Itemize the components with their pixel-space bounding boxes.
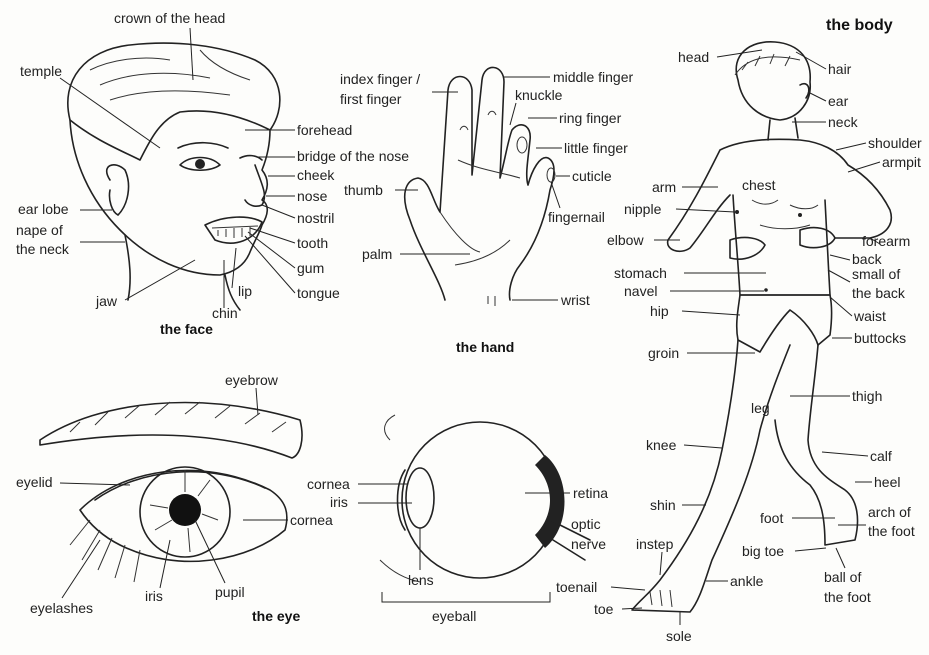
hand-leader-lines	[395, 76, 570, 301]
label-gum: gum	[297, 260, 324, 276]
label-sole: sole	[666, 628, 692, 644]
label-stomach: stomach	[614, 265, 667, 281]
label-head: head	[678, 49, 709, 65]
caption-eyeball: eyeball	[432, 608, 476, 624]
label-ear-lobe: ear lobe	[18, 201, 69, 217]
hand-illustration	[403, 66, 556, 306]
label-back: back	[852, 251, 883, 267]
label-eyelid: eyelid	[16, 474, 53, 490]
label-fingernail: fingernail	[548, 209, 605, 225]
label-iris-eyeball: iris	[330, 494, 348, 510]
label-calf: calf	[870, 448, 892, 464]
label-eyebrow: eyebrow	[225, 372, 279, 388]
label-forehead: forehead	[297, 122, 352, 138]
label-cornea-eye: cornea	[290, 512, 333, 528]
label-palm: palm	[362, 246, 392, 262]
body-leader-lines	[610, 49, 881, 625]
label-retina: retina	[573, 485, 608, 501]
label-navel: navel	[624, 283, 657, 299]
body-illustration	[631, 41, 892, 613]
label-thigh: thigh	[852, 388, 882, 404]
label-ball-of: ball of	[824, 569, 861, 585]
label-little-finger: little finger	[564, 140, 628, 156]
label-the-foot-arch: the foot	[868, 523, 915, 539]
label-lens: lens	[408, 572, 434, 588]
label-first-finger: first finger	[340, 91, 402, 107]
label-bridge-of-the-nose: bridge of the nose	[297, 148, 409, 164]
label-cheek: cheek	[297, 167, 335, 183]
caption-the-face: the face	[160, 321, 213, 337]
label-ear: ear	[828, 93, 849, 109]
label-shoulder: shoulder	[868, 135, 922, 151]
face-leader-lines	[59, 27, 296, 308]
label-iris-eye: iris	[145, 588, 163, 604]
label-cuticle: cuticle	[572, 168, 612, 184]
label-cornea-eyeball: cornea	[307, 476, 350, 492]
label-shin: shin	[650, 497, 676, 513]
label-leg: leg	[751, 400, 770, 416]
label-groin: groin	[648, 345, 679, 361]
label-knuckle: knuckle	[515, 87, 563, 103]
diagram-title: the body	[826, 17, 893, 34]
label-nerve: nerve	[571, 536, 606, 552]
label-instep: instep	[636, 536, 674, 552]
face-illustration	[67, 42, 281, 311]
caption-the-eye: the eye	[252, 608, 300, 624]
label-hip: hip	[650, 303, 669, 319]
label-optic: optic	[571, 516, 601, 532]
caption-the-hand: the hand	[456, 339, 514, 355]
label-tooth: tooth	[297, 235, 328, 251]
label-foot: foot	[760, 510, 783, 526]
label-knee: knee	[646, 437, 677, 453]
label-jaw: jaw	[95, 293, 118, 309]
label-lip: lip	[238, 283, 252, 299]
label-small-of: small of	[852, 266, 900, 282]
label-forearm: forearm	[862, 233, 910, 249]
label-thumb: thumb	[344, 182, 383, 198]
label-ring-finger: ring finger	[559, 110, 622, 126]
eye-illustration	[39, 401, 303, 583]
label-pupil: pupil	[215, 584, 245, 600]
label-tongue: tongue	[297, 285, 340, 301]
label-the-back: the back	[852, 285, 906, 301]
label-eyelashes: eyelashes	[30, 600, 93, 616]
label-heel: heel	[874, 474, 900, 490]
label-chin: chin	[212, 305, 238, 321]
label-crown-of-the-head: crown of the head	[114, 10, 225, 26]
label-temple: temple	[20, 63, 62, 79]
label-nape-of: nape of	[16, 222, 63, 238]
eyeball-leader-lines	[358, 483, 570, 603]
label-arm: arm	[652, 179, 676, 195]
eye-leader-lines	[59, 387, 288, 599]
label-chest: chest	[742, 177, 776, 193]
label-elbow: elbow	[607, 232, 644, 248]
label-hair: hair	[828, 61, 852, 77]
label-the-foot-ball: the foot	[824, 589, 871, 605]
label-waist: waist	[853, 308, 886, 324]
label-nipple: nipple	[624, 201, 662, 217]
label-ankle: ankle	[730, 573, 764, 589]
eyeball-illustration	[379, 414, 591, 583]
label-wrist: wrist	[560, 292, 590, 308]
label-toenail: toenail	[556, 579, 597, 595]
label-nose: nose	[297, 188, 328, 204]
label-nostril: nostril	[297, 210, 334, 226]
label-toe: toe	[594, 601, 614, 617]
label-index-finger: index finger /	[340, 71, 420, 87]
label-buttocks: buttocks	[854, 330, 906, 346]
label-armpit: armpit	[882, 154, 921, 170]
label-the-neck: the neck	[16, 241, 70, 257]
label-middle-finger: middle finger	[553, 69, 633, 85]
label-big-toe: big toe	[742, 543, 784, 559]
label-neck: neck	[828, 114, 859, 130]
label-arch-of: arch of	[868, 504, 911, 520]
